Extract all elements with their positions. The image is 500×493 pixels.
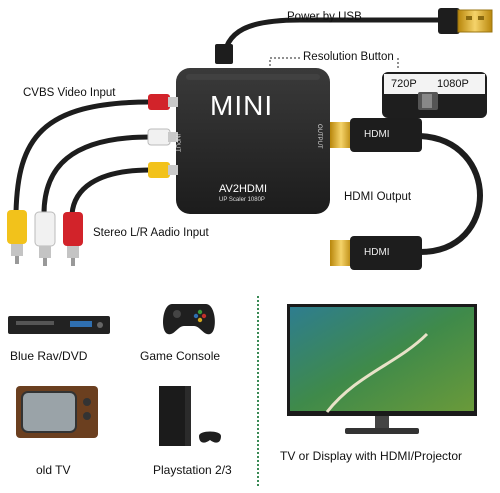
converter-box bbox=[176, 68, 330, 214]
box-input-side: INPUT bbox=[174, 134, 180, 152]
rca-plug-red-box bbox=[148, 94, 178, 110]
hdmi-cable bbox=[419, 133, 483, 255]
cvbs-label: CVBS Video Input bbox=[23, 87, 116, 99]
rca-end-yellow bbox=[7, 210, 27, 264]
dvd-player-icon bbox=[8, 316, 110, 334]
usb-plug-metal bbox=[457, 9, 493, 33]
box-model: AV2HDMI bbox=[219, 183, 268, 195]
hdmi-plug-top-text: HDMI bbox=[364, 129, 390, 140]
playstation-caption: Playstation 2/3 bbox=[153, 463, 232, 477]
micro-usb-plug bbox=[215, 44, 233, 64]
rca-end-white bbox=[34, 211, 56, 266]
power-label: Power by USB bbox=[287, 11, 362, 23]
display-icon bbox=[287, 304, 477, 434]
tv-caption: old TV bbox=[36, 463, 71, 477]
game-controller-icon bbox=[163, 304, 215, 335]
box-output-side: OUTPUT bbox=[316, 124, 322, 149]
hdmi-output-label: HDMI Output bbox=[344, 191, 412, 203]
resolution-button-label: Resolution Button bbox=[300, 51, 397, 64]
res-1080-label: 1080P bbox=[437, 78, 469, 90]
hdmi-plug-bottom-text: HDMI bbox=[364, 247, 390, 258]
res-720-label: 720P bbox=[391, 78, 417, 90]
playstation-icon bbox=[159, 386, 221, 446]
rca-plug-white-box bbox=[147, 128, 178, 146]
rca-end-red bbox=[63, 212, 83, 266]
console-caption: Game Console bbox=[140, 349, 221, 363]
display-caption: TV or Display with HDMI/Projector bbox=[280, 449, 463, 463]
box-subtitle: UP Scaler 1080P bbox=[219, 197, 265, 203]
rca-cable-yellow bbox=[69, 167, 151, 215]
resolution-switch-inset bbox=[382, 72, 487, 118]
hdmi-plug-top bbox=[330, 118, 422, 152]
rca-cable-white bbox=[41, 134, 151, 215]
hdmi-plug-bottom bbox=[330, 236, 422, 270]
rca-plug-yellow-box bbox=[148, 162, 178, 178]
connection-diagram bbox=[7, 8, 493, 270]
rca-cable-red bbox=[13, 99, 151, 213]
section-divider bbox=[257, 296, 259, 486]
dvd-caption: Blue Rav/DVD bbox=[10, 349, 88, 363]
stereo-label: Stereo L/R Aadio Input bbox=[93, 227, 209, 239]
usb-plug-body bbox=[438, 8, 460, 34]
box-title: MINI bbox=[210, 90, 274, 121]
old-tv-icon bbox=[16, 386, 98, 438]
